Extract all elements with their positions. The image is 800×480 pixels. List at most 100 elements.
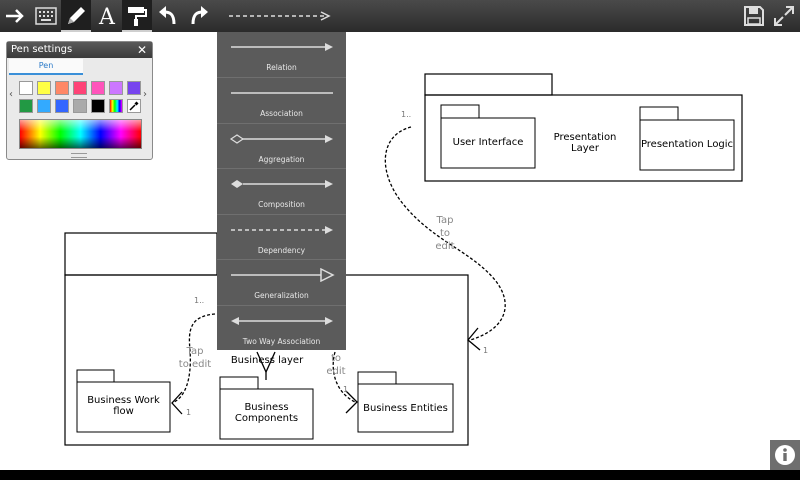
tap-hint-line: edit: [435, 241, 455, 252]
chevron-right-icon[interactable]: ›: [143, 89, 147, 100]
redo-icon: [191, 6, 208, 25]
tap-to-edit-hint-top[interactable]: Tap to edit: [430, 214, 460, 253]
color-swatch[interactable]: [19, 99, 33, 113]
generalization-arrow-icon: [231, 268, 335, 282]
undo-button[interactable]: [153, 0, 183, 32]
menu-item-two-way-association[interactable]: Two Way Association: [217, 305, 346, 351]
business-workflow-label[interactable]: Business Work flow: [87, 395, 160, 417]
user-interface-tab: [440, 104, 480, 119]
presentation-layer-title[interactable]: Presentation Layer: [553, 132, 617, 154]
presentation-layer-tab: [424, 73, 553, 96]
business-layer-tab: [64, 232, 218, 276]
color-swatch[interactable]: [91, 99, 105, 113]
tap-hint-line: to edit: [178, 359, 212, 370]
color-swatch[interactable]: [109, 81, 123, 95]
chevron-left-icon[interactable]: ‹: [9, 89, 13, 100]
menu-item-label: Relation: [266, 63, 297, 72]
tap-to-edit-hint-mid[interactable]: to edit: [322, 352, 350, 378]
pen-settings-titlebar: Pen settings ✕: [7, 42, 152, 58]
business-entities-package: [357, 383, 454, 433]
business-layer-title[interactable]: Business layer: [230, 355, 304, 366]
info-icon: [775, 445, 795, 465]
dependency-arrowhead-main: [467, 327, 481, 351]
color-swatch[interactable]: [55, 81, 69, 95]
business-entities-tab: [357, 371, 397, 385]
color-swatch[interactable]: [127, 81, 141, 95]
tab-pen[interactable]: Pen: [9, 59, 83, 75]
tap-hint-line: edit: [326, 366, 346, 377]
tap-hint-line: Tap: [436, 215, 454, 226]
pen-tool-button[interactable]: [61, 0, 91, 32]
save-disk-icon: [744, 6, 764, 26]
dependency-arrowhead-left: [171, 391, 183, 415]
redo-button[interactable]: [184, 0, 214, 32]
arrow-tool-button[interactable]: [0, 0, 30, 32]
presentation-logic-label[interactable]: Presentation Logic: [640, 139, 734, 150]
undo-icon: [159, 6, 176, 25]
menu-item-label: Generalization: [254, 291, 309, 300]
fullscreen-button[interactable]: [769, 0, 799, 32]
keyboard-icon: [35, 7, 57, 25]
aggregation-arrow-icon: [229, 134, 333, 144]
color-swatch[interactable]: [91, 81, 105, 95]
close-icon[interactable]: ✕: [136, 43, 147, 57]
keyboard-tool-button[interactable]: [31, 0, 61, 32]
menu-item-label: Dependency: [257, 246, 306, 255]
fullscreen-icon: [774, 6, 794, 26]
text-tool-button[interactable]: A: [92, 0, 122, 32]
system-bar: [0, 470, 800, 480]
menu-item-relation[interactable]: Relation: [217, 32, 346, 77]
menu-item-composition[interactable]: Composition: [217, 168, 346, 214]
color-swatch[interactable]: [37, 99, 51, 113]
color-swatch[interactable]: [55, 99, 69, 113]
pen-settings-panel: Pen settings ✕ Pen ‹ ›: [6, 41, 153, 160]
custom-color-swatch[interactable]: [109, 99, 123, 113]
user-interface-label[interactable]: User Interface: [452, 137, 524, 148]
multiplicity-label: 1: [343, 385, 349, 394]
menu-item-generalization[interactable]: Generalization: [217, 259, 346, 305]
menu-item-dependency[interactable]: Dependency: [217, 214, 346, 260]
business-entities-label[interactable]: Business Entities: [363, 403, 448, 414]
user-interface-package: [440, 117, 536, 169]
multiplicity-label: 1..: [401, 110, 412, 119]
save-button[interactable]: [739, 0, 769, 32]
menu-item-aggregation[interactable]: Aggregation: [217, 123, 346, 169]
menu-item-label: Association: [260, 109, 303, 118]
menu-item-label: Aggregation: [258, 155, 305, 164]
pen-settings-title: Pen settings: [11, 44, 73, 55]
color-swatch[interactable]: [73, 99, 87, 113]
color-swatch[interactable]: [73, 81, 87, 95]
relation-arrow-icon: [231, 43, 333, 51]
dependency-connector-left: [171, 313, 216, 404]
dependency-arrow-icon: [229, 11, 331, 21]
eyedropper-icon[interactable]: [127, 99, 141, 113]
presentation-layer-package: [424, 94, 743, 182]
business-components-tab: [219, 376, 259, 390]
connector-selector-button[interactable]: [225, 0, 335, 32]
tap-hint-line: to: [439, 228, 451, 239]
business-components-label[interactable]: Business Components: [234, 402, 299, 424]
info-button[interactable]: [770, 440, 800, 470]
business-workflow-package: [76, 381, 171, 433]
multiplicity-label: 1: [186, 408, 192, 417]
association-line-icon: [231, 92, 333, 94]
tap-hint-line: to: [330, 353, 342, 364]
color-swatch[interactable]: [19, 81, 33, 95]
toolbar: A: [0, 0, 800, 32]
paint-roller-tool-button[interactable]: [122, 0, 152, 32]
tap-hint-line: Tap: [186, 346, 204, 357]
multiplicity-label: 1: [483, 346, 489, 355]
dependency-arrow-icon: [231, 226, 333, 234]
pencil-icon: [68, 7, 85, 24]
text-a-icon: A: [98, 5, 116, 28]
presentation-logic-tab: [639, 106, 679, 121]
composition-arrow-icon: [231, 180, 333, 188]
dependency-connector-main: [384, 126, 506, 341]
panel-resize-grip[interactable]: [71, 153, 87, 158]
business-workflow-tab: [76, 369, 115, 383]
color-swatch[interactable]: [37, 81, 51, 95]
menu-item-association[interactable]: Association: [217, 77, 346, 123]
color-spectrum-picker[interactable]: [19, 119, 142, 149]
tap-to-edit-hint-left[interactable]: Tap to edit: [176, 345, 214, 371]
